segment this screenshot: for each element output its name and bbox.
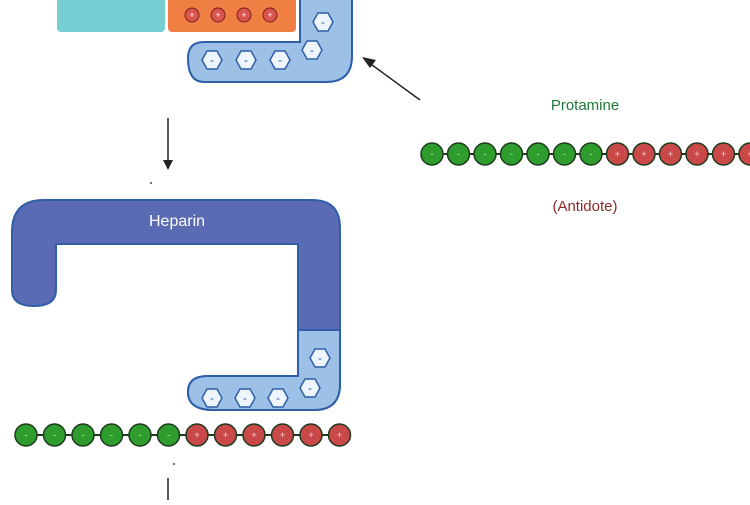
negative-sign: - bbox=[276, 391, 280, 405]
negative-sign: - bbox=[308, 381, 312, 395]
stray-dot bbox=[150, 182, 152, 184]
green-bead bbox=[552, 142, 577, 166]
red-bead bbox=[242, 423, 266, 447]
green-bead bbox=[420, 142, 444, 166]
red-bead bbox=[685, 142, 709, 166]
orange-block-positive-charges: + + + + bbox=[184, 7, 278, 23]
positive-charge-icon bbox=[210, 7, 226, 23]
protamine-chain: - - - - - - - + + + + + + bbox=[420, 142, 750, 166]
neutral-sign: - bbox=[110, 430, 113, 440]
neutral-sign: - bbox=[25, 430, 28, 440]
arrow-protamine-to-top bbox=[362, 57, 421, 101]
orange-block bbox=[168, 0, 296, 32]
neutral-sign: - bbox=[537, 149, 540, 159]
green-bead bbox=[526, 142, 550, 166]
heparin-negative-groups: - - - - - bbox=[201, 348, 331, 408]
positive-sign: + bbox=[251, 430, 256, 440]
positive-sign: + bbox=[694, 149, 699, 159]
neutral-sign: - bbox=[563, 149, 566, 159]
positive-sign: + bbox=[194, 430, 199, 440]
positive-sign: + bbox=[189, 10, 194, 20]
green-bead bbox=[99, 423, 124, 447]
negative-sign: - bbox=[278, 53, 282, 67]
top-negative-groups: - - - - - bbox=[201, 12, 334, 70]
neutral-sign: - bbox=[53, 430, 56, 440]
green-bead bbox=[446, 142, 471, 166]
green-bead bbox=[42, 423, 67, 447]
negative-sign: - bbox=[243, 391, 247, 405]
neutral-sign: - bbox=[484, 149, 487, 159]
arrow-down-top bbox=[163, 118, 173, 170]
red-bead bbox=[299, 423, 323, 447]
heparin-label: Heparin bbox=[149, 213, 205, 230]
red-bead bbox=[632, 142, 656, 166]
red-bead bbox=[738, 142, 750, 166]
negative-sign: - bbox=[310, 43, 314, 57]
red-bead bbox=[213, 423, 238, 447]
neutral-sign: - bbox=[457, 149, 460, 159]
protamine-label: Protamine bbox=[551, 97, 619, 114]
top-heparin-hook bbox=[186, 0, 353, 83]
positive-sign: + bbox=[615, 149, 620, 159]
bound-protamine-chain: - - - - - - + + + + + + bbox=[14, 423, 352, 447]
positive-sign: + bbox=[241, 10, 246, 20]
red-bead bbox=[270, 423, 295, 447]
red-bead bbox=[711, 142, 736, 166]
green-bead bbox=[473, 142, 497, 166]
negative-sign: - bbox=[210, 391, 214, 405]
red-bead bbox=[658, 142, 683, 166]
red-bead bbox=[185, 423, 209, 447]
positive-sign: + bbox=[267, 10, 272, 20]
neutral-sign: - bbox=[431, 149, 434, 159]
neutral-sign: - bbox=[510, 149, 513, 159]
red-bead bbox=[327, 423, 352, 447]
neutral-sign: - bbox=[139, 430, 142, 440]
neutral-sign: - bbox=[82, 430, 85, 440]
antidote-label: (Antidote) bbox=[552, 198, 617, 215]
teal-block bbox=[57, 0, 165, 32]
green-bead bbox=[579, 142, 603, 166]
positive-charge-icon bbox=[236, 7, 252, 23]
positive-sign: + bbox=[721, 149, 726, 159]
stray-dot bbox=[173, 463, 175, 465]
green-bead bbox=[14, 423, 38, 447]
positive-charge-icon bbox=[184, 7, 200, 23]
positive-sign: + bbox=[337, 430, 342, 440]
positive-sign: + bbox=[215, 10, 220, 20]
green-bead bbox=[499, 142, 524, 166]
positive-sign: + bbox=[747, 149, 750, 159]
neutral-sign: - bbox=[590, 149, 593, 159]
green-bead bbox=[156, 423, 181, 447]
positive-sign: + bbox=[223, 430, 228, 440]
negative-sign: - bbox=[318, 351, 322, 365]
positive-charge-icon bbox=[262, 7, 278, 23]
negative-sign: - bbox=[210, 53, 214, 67]
positive-sign: + bbox=[280, 430, 285, 440]
positive-sign: + bbox=[668, 149, 673, 159]
neutral-sign: - bbox=[167, 430, 170, 440]
positive-sign: + bbox=[641, 149, 646, 159]
negative-sign: - bbox=[244, 53, 248, 67]
positive-sign: + bbox=[308, 430, 313, 440]
green-bead bbox=[71, 423, 95, 447]
green-bead bbox=[128, 423, 152, 447]
red-bead bbox=[605, 142, 630, 166]
negative-sign: - bbox=[321, 15, 325, 29]
